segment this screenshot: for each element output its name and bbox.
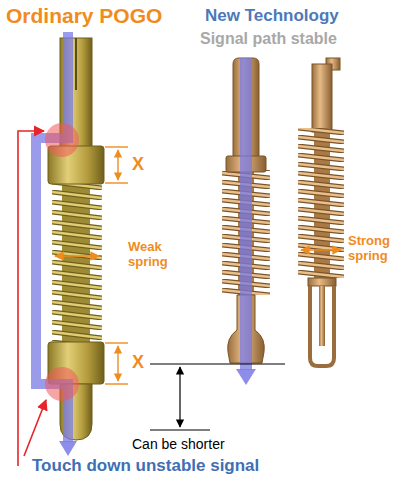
- callout-label: Touch down unstable signal: [32, 456, 259, 476]
- dimension-line: [105, 383, 128, 384]
- note-label: Can be shorter: [132, 436, 225, 452]
- spring-width-arrow: [55, 255, 99, 257]
- new-pogo: [150, 58, 285, 430]
- section-heading: Ordinary POGO: [6, 4, 162, 28]
- strong-spring: [298, 128, 344, 278]
- new-pogo-side: [298, 58, 344, 366]
- dimension-line: [105, 342, 128, 343]
- signal-path: [240, 58, 252, 370]
- signal-arrowhead: [59, 441, 77, 456]
- dimension-arrow: [117, 150, 118, 180]
- plunger-slot: [75, 38, 77, 90]
- center-tine: [319, 286, 325, 346]
- dimension-label: X: [132, 352, 144, 373]
- unstable-contact-mark: [45, 367, 79, 401]
- spring-label: Weak spring: [128, 240, 176, 270]
- section-heading: New Technology: [205, 6, 339, 26]
- dimension-label: X: [132, 154, 144, 175]
- reference-line: [150, 429, 210, 430]
- dimension-arrow: [117, 346, 118, 381]
- reference-line: [150, 363, 285, 364]
- weak-spring: [52, 184, 102, 342]
- length-arrow: [179, 367, 180, 427]
- spring-seat: [308, 278, 336, 286]
- signal-arrowhead: [236, 369, 256, 385]
- ordinary-pogo: [18, 32, 128, 466]
- leader-line: [24, 400, 46, 456]
- lower-tines: [310, 286, 334, 366]
- unstable-contact-mark: [45, 123, 79, 157]
- upper-plunger: [312, 64, 332, 132]
- spring-width-arrow: [301, 249, 341, 251]
- subheading: Signal path stable: [200, 30, 337, 48]
- dimension-line: [105, 146, 128, 147]
- dimension-line: [105, 182, 128, 183]
- spring-label: Strong spring: [348, 234, 395, 264]
